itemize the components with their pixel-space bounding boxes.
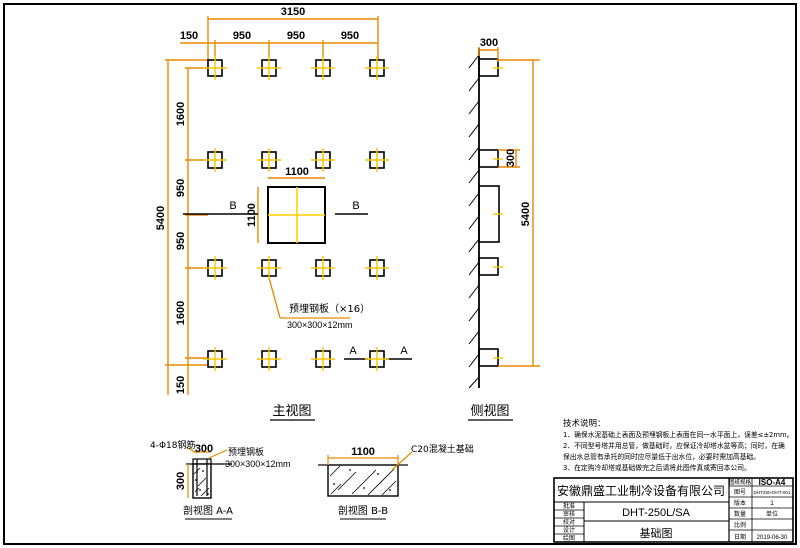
section-aa-drawing (185, 446, 232, 499)
tb-row-review: 审核 (563, 510, 575, 518)
tb-paper-value: ISO-A4 (759, 478, 786, 487)
tb-value-quantity: 单位 (766, 510, 778, 518)
dim-left-seg-5: 150 (175, 376, 187, 394)
tb-row-approve: 批准 (563, 502, 575, 510)
plate-10 (257, 256, 281, 280)
tb-label-version: 版本 (734, 499, 746, 507)
dim-left-total: 5400 (155, 206, 167, 230)
sec-a-rebar-label: 4-Φ18钢筋 (150, 439, 196, 451)
sec-a-dim-w: 300 (195, 443, 213, 455)
dim-center-box-h: 1100 (246, 203, 258, 227)
notes-line-3: 保出水总管有承托的同时应尽量低于出水位，必要时需加高基础。 (563, 452, 760, 461)
plate-1 (203, 56, 227, 80)
side-dim-top: 300 (480, 37, 498, 49)
tb-paper-label: 图纸规格 (729, 478, 752, 486)
plate-14 (257, 347, 281, 371)
side-view-plate-marks (493, 67, 503, 359)
marker-b-right: B (352, 200, 359, 212)
section-bb-drawing (318, 451, 413, 497)
marker-a-right: A (400, 345, 408, 357)
plate-16 (365, 347, 389, 371)
notes-title: 技术说明： (563, 418, 606, 429)
company-name: 安徽鼎盛工业制冷设备有限公司 (557, 483, 725, 498)
drawing-name: 基础图 (640, 527, 673, 540)
dim-top-total: 3150 (281, 6, 305, 18)
plate-12 (365, 256, 389, 280)
plate-annotation-name: 预埋钢板（×16） (289, 302, 370, 315)
tb-row-draw: 绘图 (563, 534, 575, 542)
sec-b-concrete-label: C20混凝土基础 (411, 443, 474, 455)
tb-label-quantity: 数量 (734, 510, 746, 518)
sheet-border (3, 3, 797, 545)
dim-left-seg-2: 950 (175, 179, 187, 197)
notes-line-4: 3、在定购冷却塔或基础做完之后请将此图传真或寄回本公司。 (563, 463, 751, 472)
plate-4 (365, 56, 389, 80)
dim-left-seg-1: 1600 (175, 102, 187, 126)
tb-row-check: 校对 (563, 518, 575, 526)
side-view-title: 侧视图 (470, 404, 509, 419)
plate-6 (257, 148, 281, 172)
tb-label-drawing-no: 图号 (734, 489, 746, 496)
tb-value-drawing-no: DHT250-DHT-001 (753, 490, 790, 495)
dim-left-seg-3: 950 (175, 232, 187, 250)
main-view-title: 主视图 (272, 404, 311, 419)
sec-b-dim-w: 1100 (351, 446, 375, 458)
center-box-dimensions (257, 177, 325, 243)
sec-a-plate-spec: 300×300×12mm (225, 459, 291, 469)
side-view-dimensions (478, 47, 540, 367)
sec-a-dim-h: 300 (175, 472, 187, 490)
side-dim-total: 5400 (520, 202, 532, 226)
plate-11 (311, 256, 335, 280)
tb-label-date: 日期 (734, 533, 746, 541)
side-view-wall-hatch (468, 48, 480, 389)
dim-top-spacing-1: 950 (233, 30, 251, 42)
dim-center-box-w: 1100 (285, 166, 309, 178)
title-block-lines (553, 477, 794, 543)
main-left-dimensions (165, 59, 208, 395)
tb-value-version: 1 (770, 500, 774, 507)
side-dim-plate: 300 (505, 149, 517, 167)
sec-a-plate-name: 预埋钢板 (228, 446, 264, 458)
plate-3 (311, 56, 335, 80)
tb-value-date: 2019-06-30 (757, 535, 788, 541)
dim-top-edge: 150 (180, 30, 198, 42)
plate-5 (203, 148, 227, 172)
plate-7 (311, 148, 335, 172)
plate-2 (257, 56, 281, 80)
plate-8 (365, 148, 389, 172)
section-bb-title: 剖视图 B-B (338, 504, 388, 517)
dim-left-seg-4: 1600 (175, 301, 187, 325)
section-aa-title: 剖视图 A-A (183, 504, 233, 517)
tb-label-scale: 比例 (734, 521, 746, 529)
notes-line-2: 2、不同型号塔并用总管，做基础时，应保证冷却塔水盆等高；同时，在确 (563, 441, 785, 450)
plate-15 (311, 347, 335, 371)
plate-13 (203, 347, 227, 371)
model-number: DHT-250L/SA (622, 507, 691, 519)
notes-line-1: 1、确保水泥基础上表面及预埋钢板上表面在同一水平面上，误差≤±2mm。 (563, 430, 793, 439)
side-view-plates (478, 58, 500, 367)
plate-annotation-spec: 300×300×12mm (287, 320, 353, 330)
dim-top-spacing-3: 950 (341, 30, 359, 42)
plate-leader-line (267, 273, 281, 319)
main-top-dimensions (180, 16, 379, 60)
marker-b-left: B (229, 200, 236, 212)
marker-a-left: A (349, 345, 357, 357)
dim-top-spacing-2: 950 (287, 30, 305, 42)
tb-row-design: 设计 (563, 526, 575, 534)
plate-9 (203, 256, 227, 280)
